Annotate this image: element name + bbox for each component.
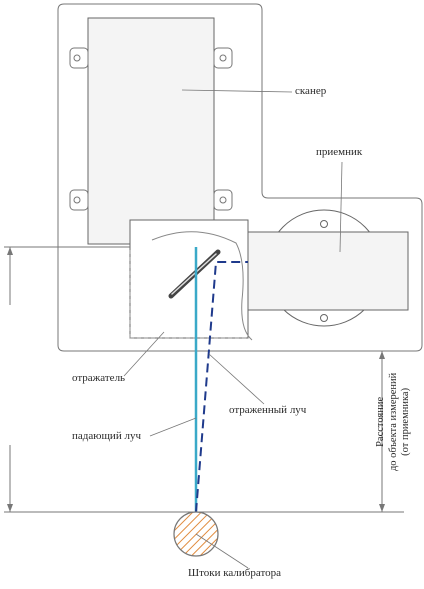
reflector-mirror-highlight	[171, 253, 217, 295]
calibrator-rods-label: Штоки калибратора	[188, 567, 282, 579]
cable-curve	[151, 231, 253, 341]
leader-calibrator	[195, 533, 249, 569]
receiver-label: приемник	[316, 146, 363, 158]
distance-arrow-bottom	[379, 504, 385, 512]
left-arrow-top	[7, 247, 13, 255]
left-arrow-bottom	[7, 504, 13, 512]
leader-reflector	[123, 331, 165, 377]
scanner-mount-tabs	[69, 47, 233, 211]
receiver-hole-top	[320, 220, 328, 228]
receiver-box	[247, 231, 409, 311]
leader-reflected-beam	[208, 353, 265, 405]
distance-arrow-top	[379, 351, 385, 359]
leader-scanner	[181, 89, 293, 93]
scanner-label: сканер	[295, 85, 327, 97]
receiver-hole-bottom	[320, 314, 328, 322]
leader-receiver	[339, 161, 343, 253]
distance-label-line-1: Расстояние	[375, 396, 387, 447]
distance-label: Расстояние до объекта измерений (от прие…	[375, 342, 413, 502]
reflected-beam	[195, 261, 248, 513]
distance-label-line-3: (от приемника)	[400, 387, 412, 456]
device-housing	[57, 3, 423, 352]
leader-incident-beam	[149, 417, 197, 437]
scanner-box	[87, 17, 215, 245]
reflected-beam-label: отраженный луч	[229, 404, 307, 416]
reflector-label: отражатель	[72, 372, 126, 384]
distance-label-line-2: до объекта измерений	[387, 372, 399, 472]
incident-beam-label: падающий луч	[72, 430, 141, 442]
